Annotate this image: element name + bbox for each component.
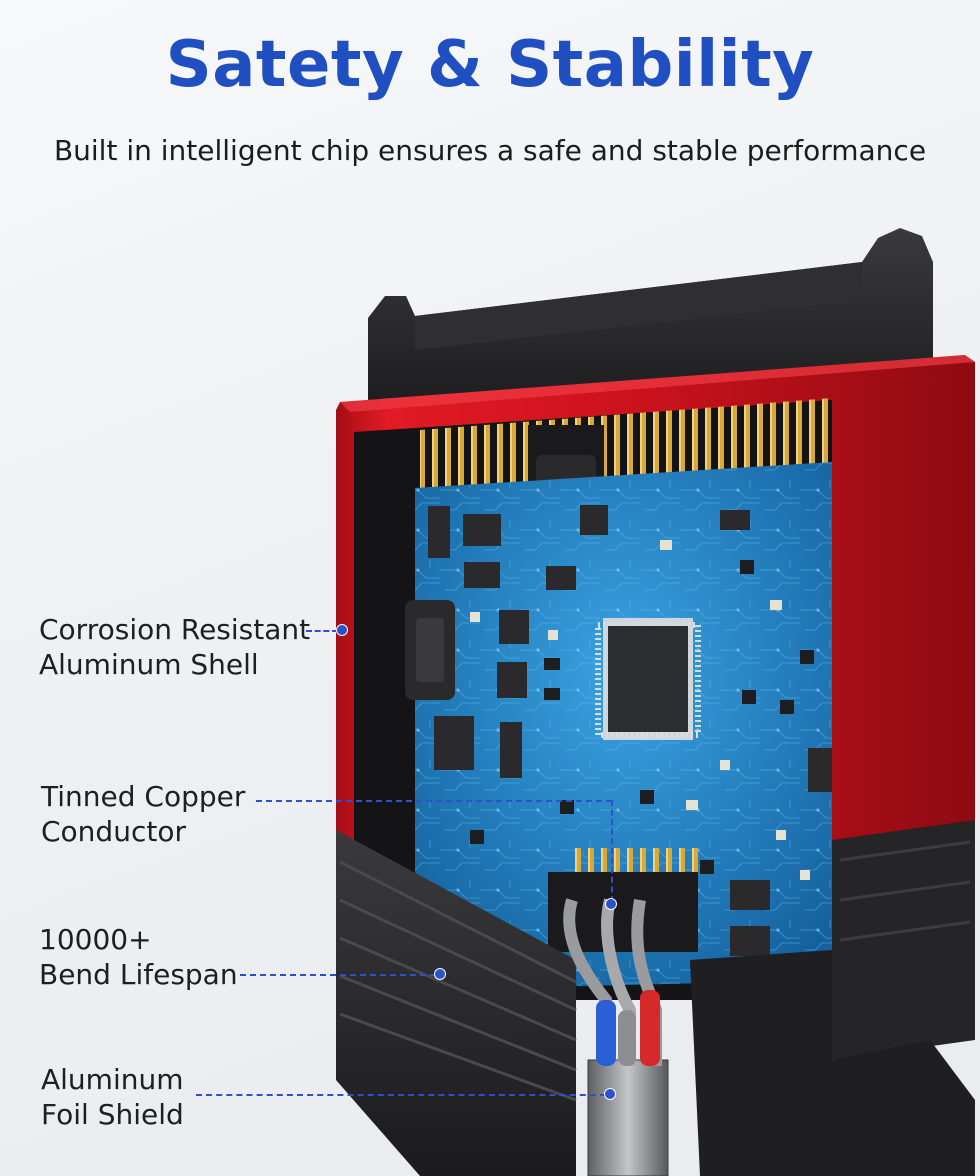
leader-dot-bend-lifespan: [434, 968, 446, 980]
leader-line-bend-lifespan: [240, 974, 436, 976]
callout-bend-lifespan: 10000+ Bend Lifespan: [39, 922, 238, 992]
callout-bend-lifespan-line2: Bend Lifespan: [39, 958, 238, 991]
leader-line-aluminum-shell: [306, 630, 338, 632]
callout-aluminum-shell-line2: Aluminum Shell: [39, 648, 259, 681]
callout-aluminum-shell-line1: Corrosion Resistant: [39, 613, 311, 646]
page-subtitle: Built in intelligent chip ensures a safe…: [53, 134, 927, 167]
callout-tinned-copper-line1: Tinned Copper: [41, 780, 246, 813]
callout-tinned-copper: Tinned Copper Conductor: [41, 779, 245, 849]
callout-foil-shield-line2: Foil Shield: [41, 1098, 184, 1131]
callout-aluminum-shell: Corrosion Resistant Aluminum Shell: [39, 612, 310, 682]
leader-dot-foil-shield: [604, 1088, 616, 1100]
callout-foil-shield-line1: Aluminum: [41, 1063, 184, 1096]
callout-bend-lifespan-line1: 10000+: [39, 923, 152, 956]
callout-tinned-copper-line2: Conductor: [41, 815, 186, 848]
leader-drop-tinned-copper: [611, 800, 613, 902]
callout-foil-shield: Aluminum Foil Shield: [41, 1062, 184, 1132]
leader-line-tinned-copper: [256, 800, 612, 802]
page-title: Satety & Stability: [165, 28, 815, 102]
leader-line-foil-shield: [196, 1094, 606, 1096]
leader-dot-tinned-copper: [605, 898, 617, 910]
leader-dot-aluminum-shell: [336, 624, 348, 636]
